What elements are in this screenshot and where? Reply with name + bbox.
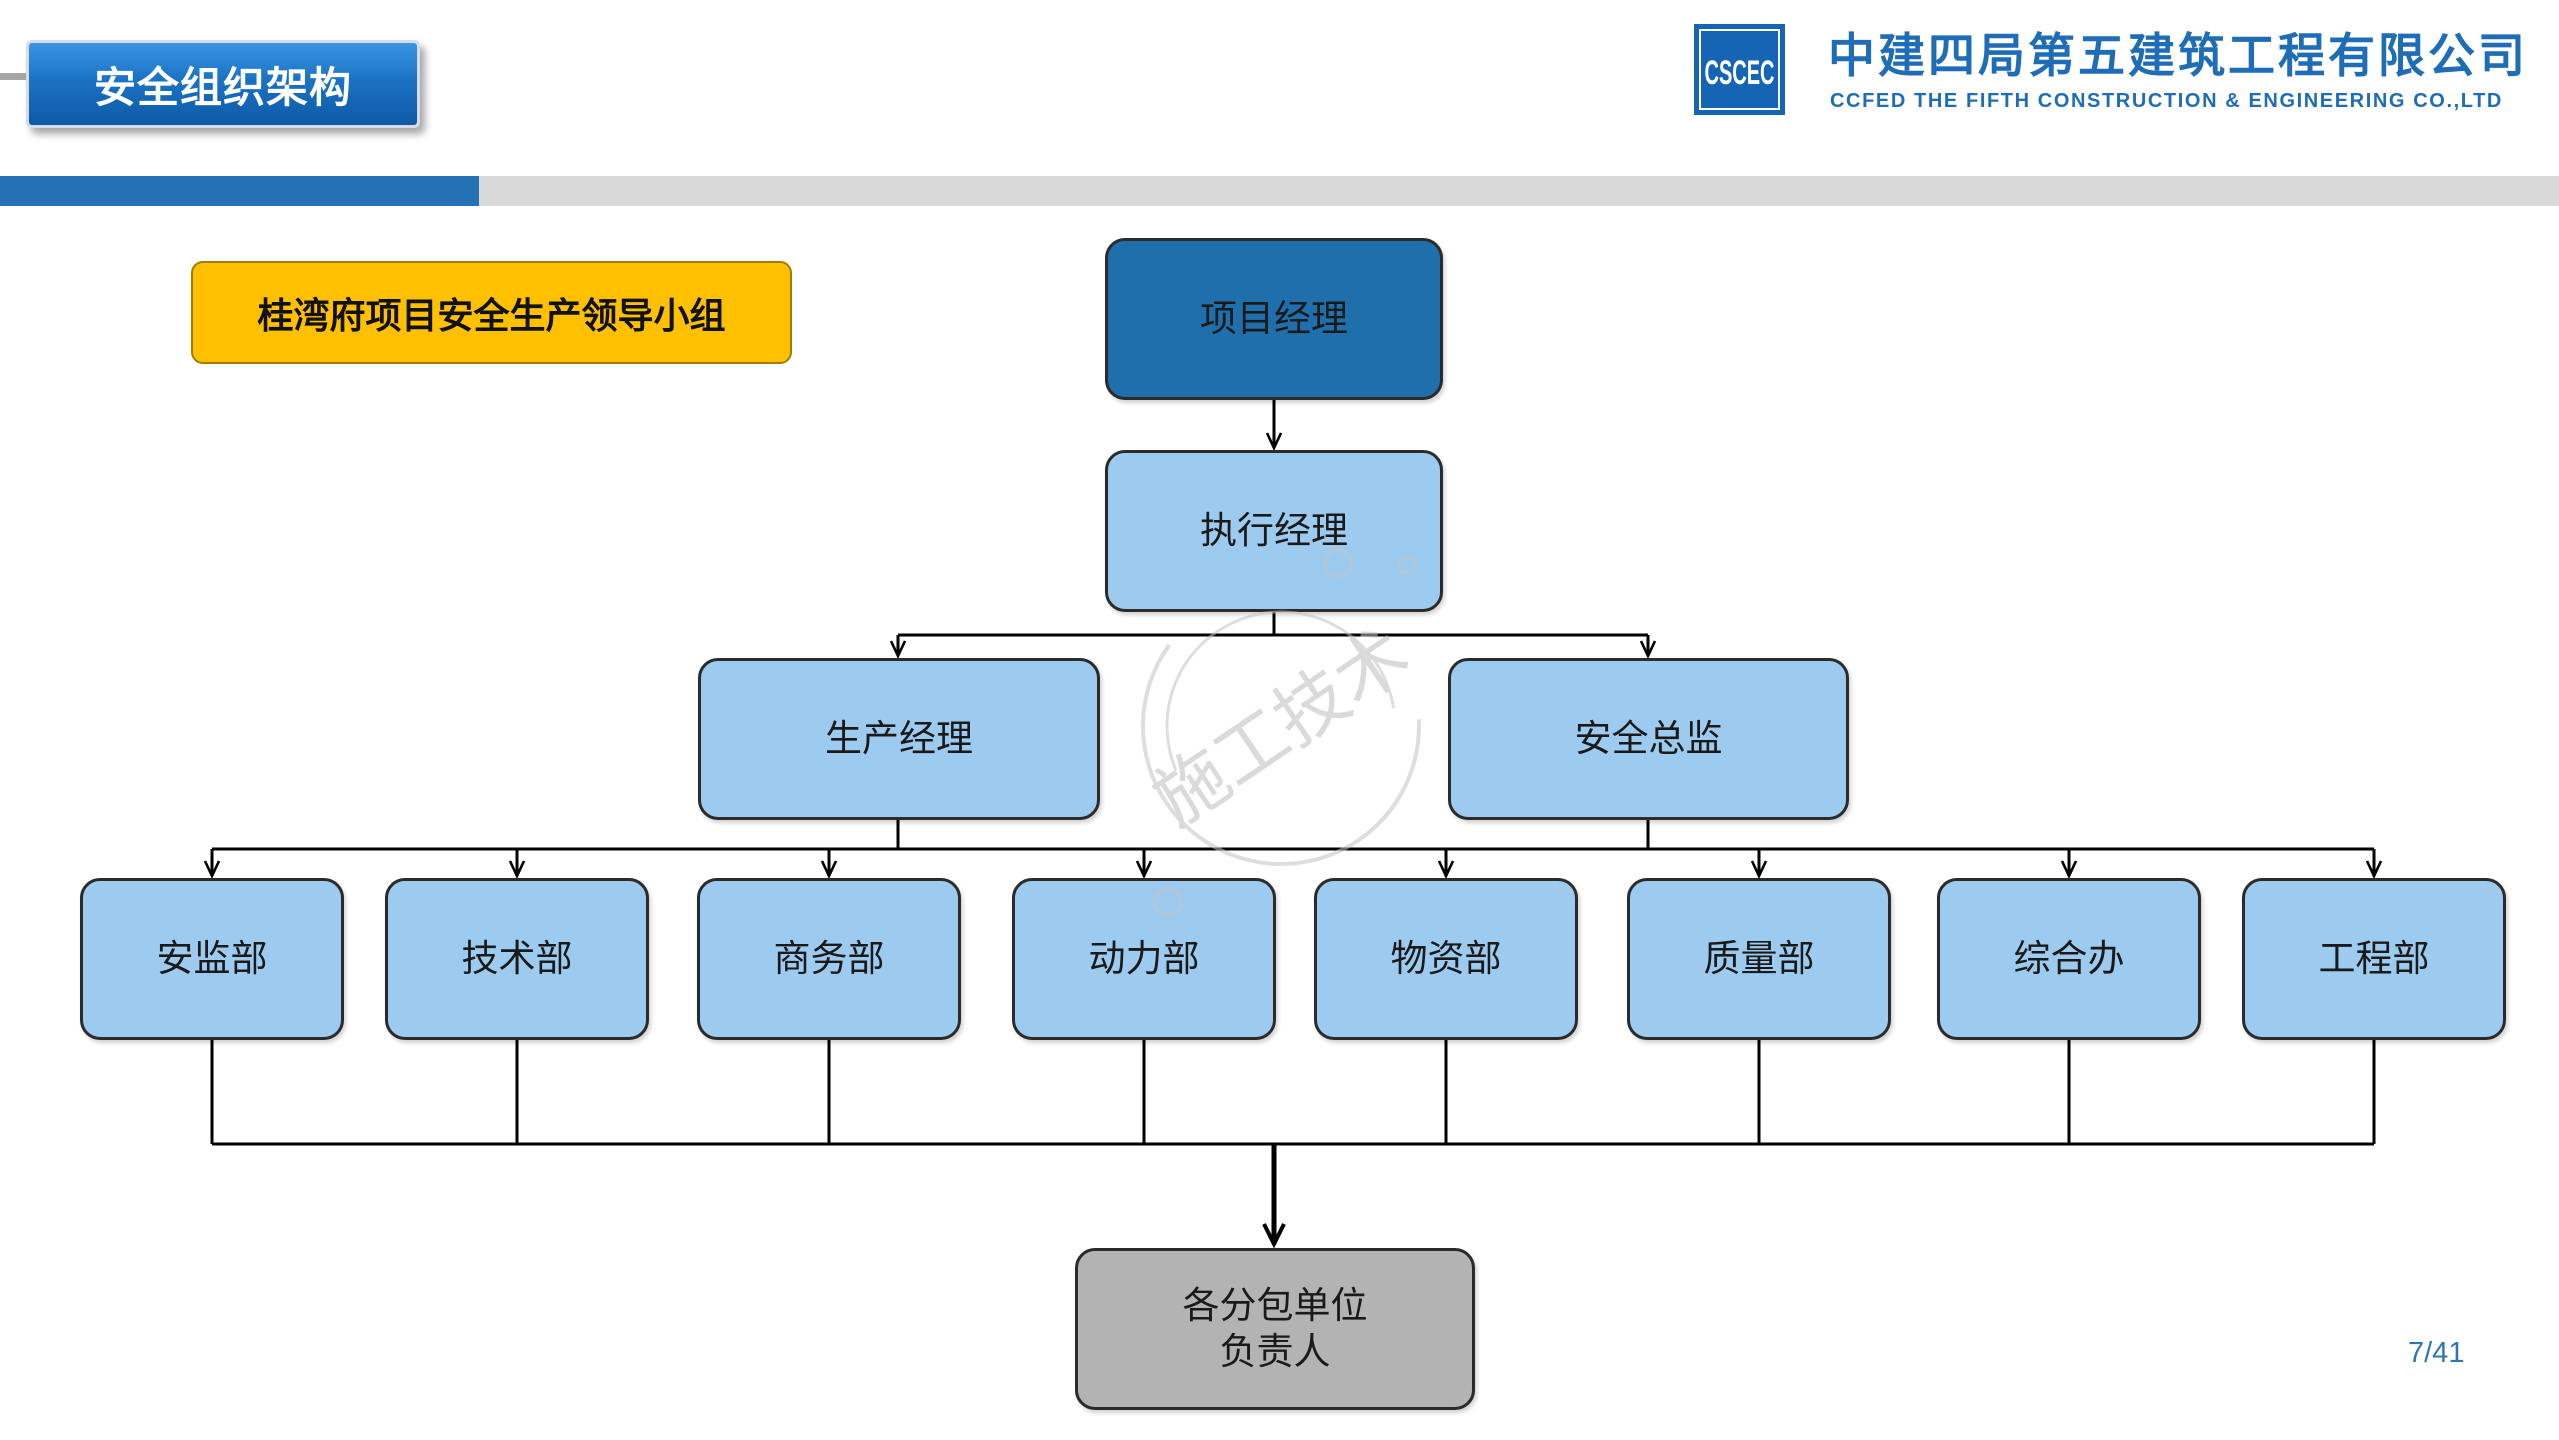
progress-bar bbox=[0, 176, 2559, 206]
logo-background bbox=[1694, 24, 1785, 115]
dept-commercial: 商务部 bbox=[697, 878, 961, 1040]
logo-frame bbox=[1699, 29, 1780, 110]
node-label: 质量部 bbox=[1703, 938, 1815, 979]
dept-safety-supervision: 安监部 bbox=[80, 878, 344, 1040]
node-label: 技术部 bbox=[461, 938, 573, 979]
node-label: 动力部 bbox=[1088, 938, 1200, 979]
node-label: 生产经理 bbox=[825, 718, 973, 759]
node-label: 物资部 bbox=[1390, 938, 1502, 979]
company-name-en: CCFED THE FIFTH CONSTRUCTION & ENGINEERI… bbox=[1830, 90, 2503, 112]
node-label: 安全总监 bbox=[1574, 718, 1723, 759]
logo-lettering: CSCEC bbox=[1705, 54, 1775, 92]
dept-materials: 物资部 bbox=[1314, 878, 1578, 1040]
slide-title-tab: 安全组织架构 bbox=[26, 40, 420, 128]
dept-quality: 质量部 bbox=[1627, 878, 1891, 1040]
node-label-line1: 各分包单位 bbox=[1182, 1285, 1368, 1326]
leadership-group-label: 桂湾府项目安全生产领导小组 bbox=[191, 261, 792, 364]
node-label: 综合办 bbox=[2013, 938, 2125, 979]
company-logo: CSCEC bbox=[1694, 24, 1785, 115]
node-executive-manager: 执行经理 bbox=[1105, 450, 1443, 612]
slide-title: 安全组织架构 bbox=[93, 63, 352, 111]
watermark-text: 施工技术 bbox=[1140, 614, 1424, 841]
node-safety-director: 安全总监 bbox=[1448, 658, 1849, 820]
dept-engineering: 工程部 bbox=[2242, 878, 2506, 1040]
dept-general-office: 综合办 bbox=[1937, 878, 2201, 1040]
node-label-line2: 负责人 bbox=[1219, 1331, 1331, 1372]
node-label: 项目经理 bbox=[1200, 298, 1348, 339]
page-number: 7/41 bbox=[2408, 1337, 2465, 1369]
node-production-manager: 生产经理 bbox=[698, 658, 1100, 820]
watermark-outer-ring bbox=[1141, 586, 1421, 866]
node-label: 商务部 bbox=[773, 938, 885, 979]
node-label: 工程部 bbox=[2318, 938, 2430, 979]
progress-fill bbox=[0, 176, 479, 206]
title-tab-stub bbox=[0, 73, 44, 80]
dept-technical: 技术部 bbox=[385, 878, 649, 1040]
watermark-inner-ring bbox=[1165, 610, 1397, 842]
dept-power: 动力部 bbox=[1012, 878, 1276, 1040]
node-label: 执行经理 bbox=[1200, 510, 1348, 551]
node-subcontractor-leads: 各分包单位 负责人 bbox=[1075, 1248, 1475, 1410]
company-name-cn: 中建四局第五建筑工程有限公司 bbox=[1828, 29, 2528, 82]
node-project-manager: 项目经理 bbox=[1105, 238, 1443, 400]
node-label: 安监部 bbox=[156, 938, 268, 979]
